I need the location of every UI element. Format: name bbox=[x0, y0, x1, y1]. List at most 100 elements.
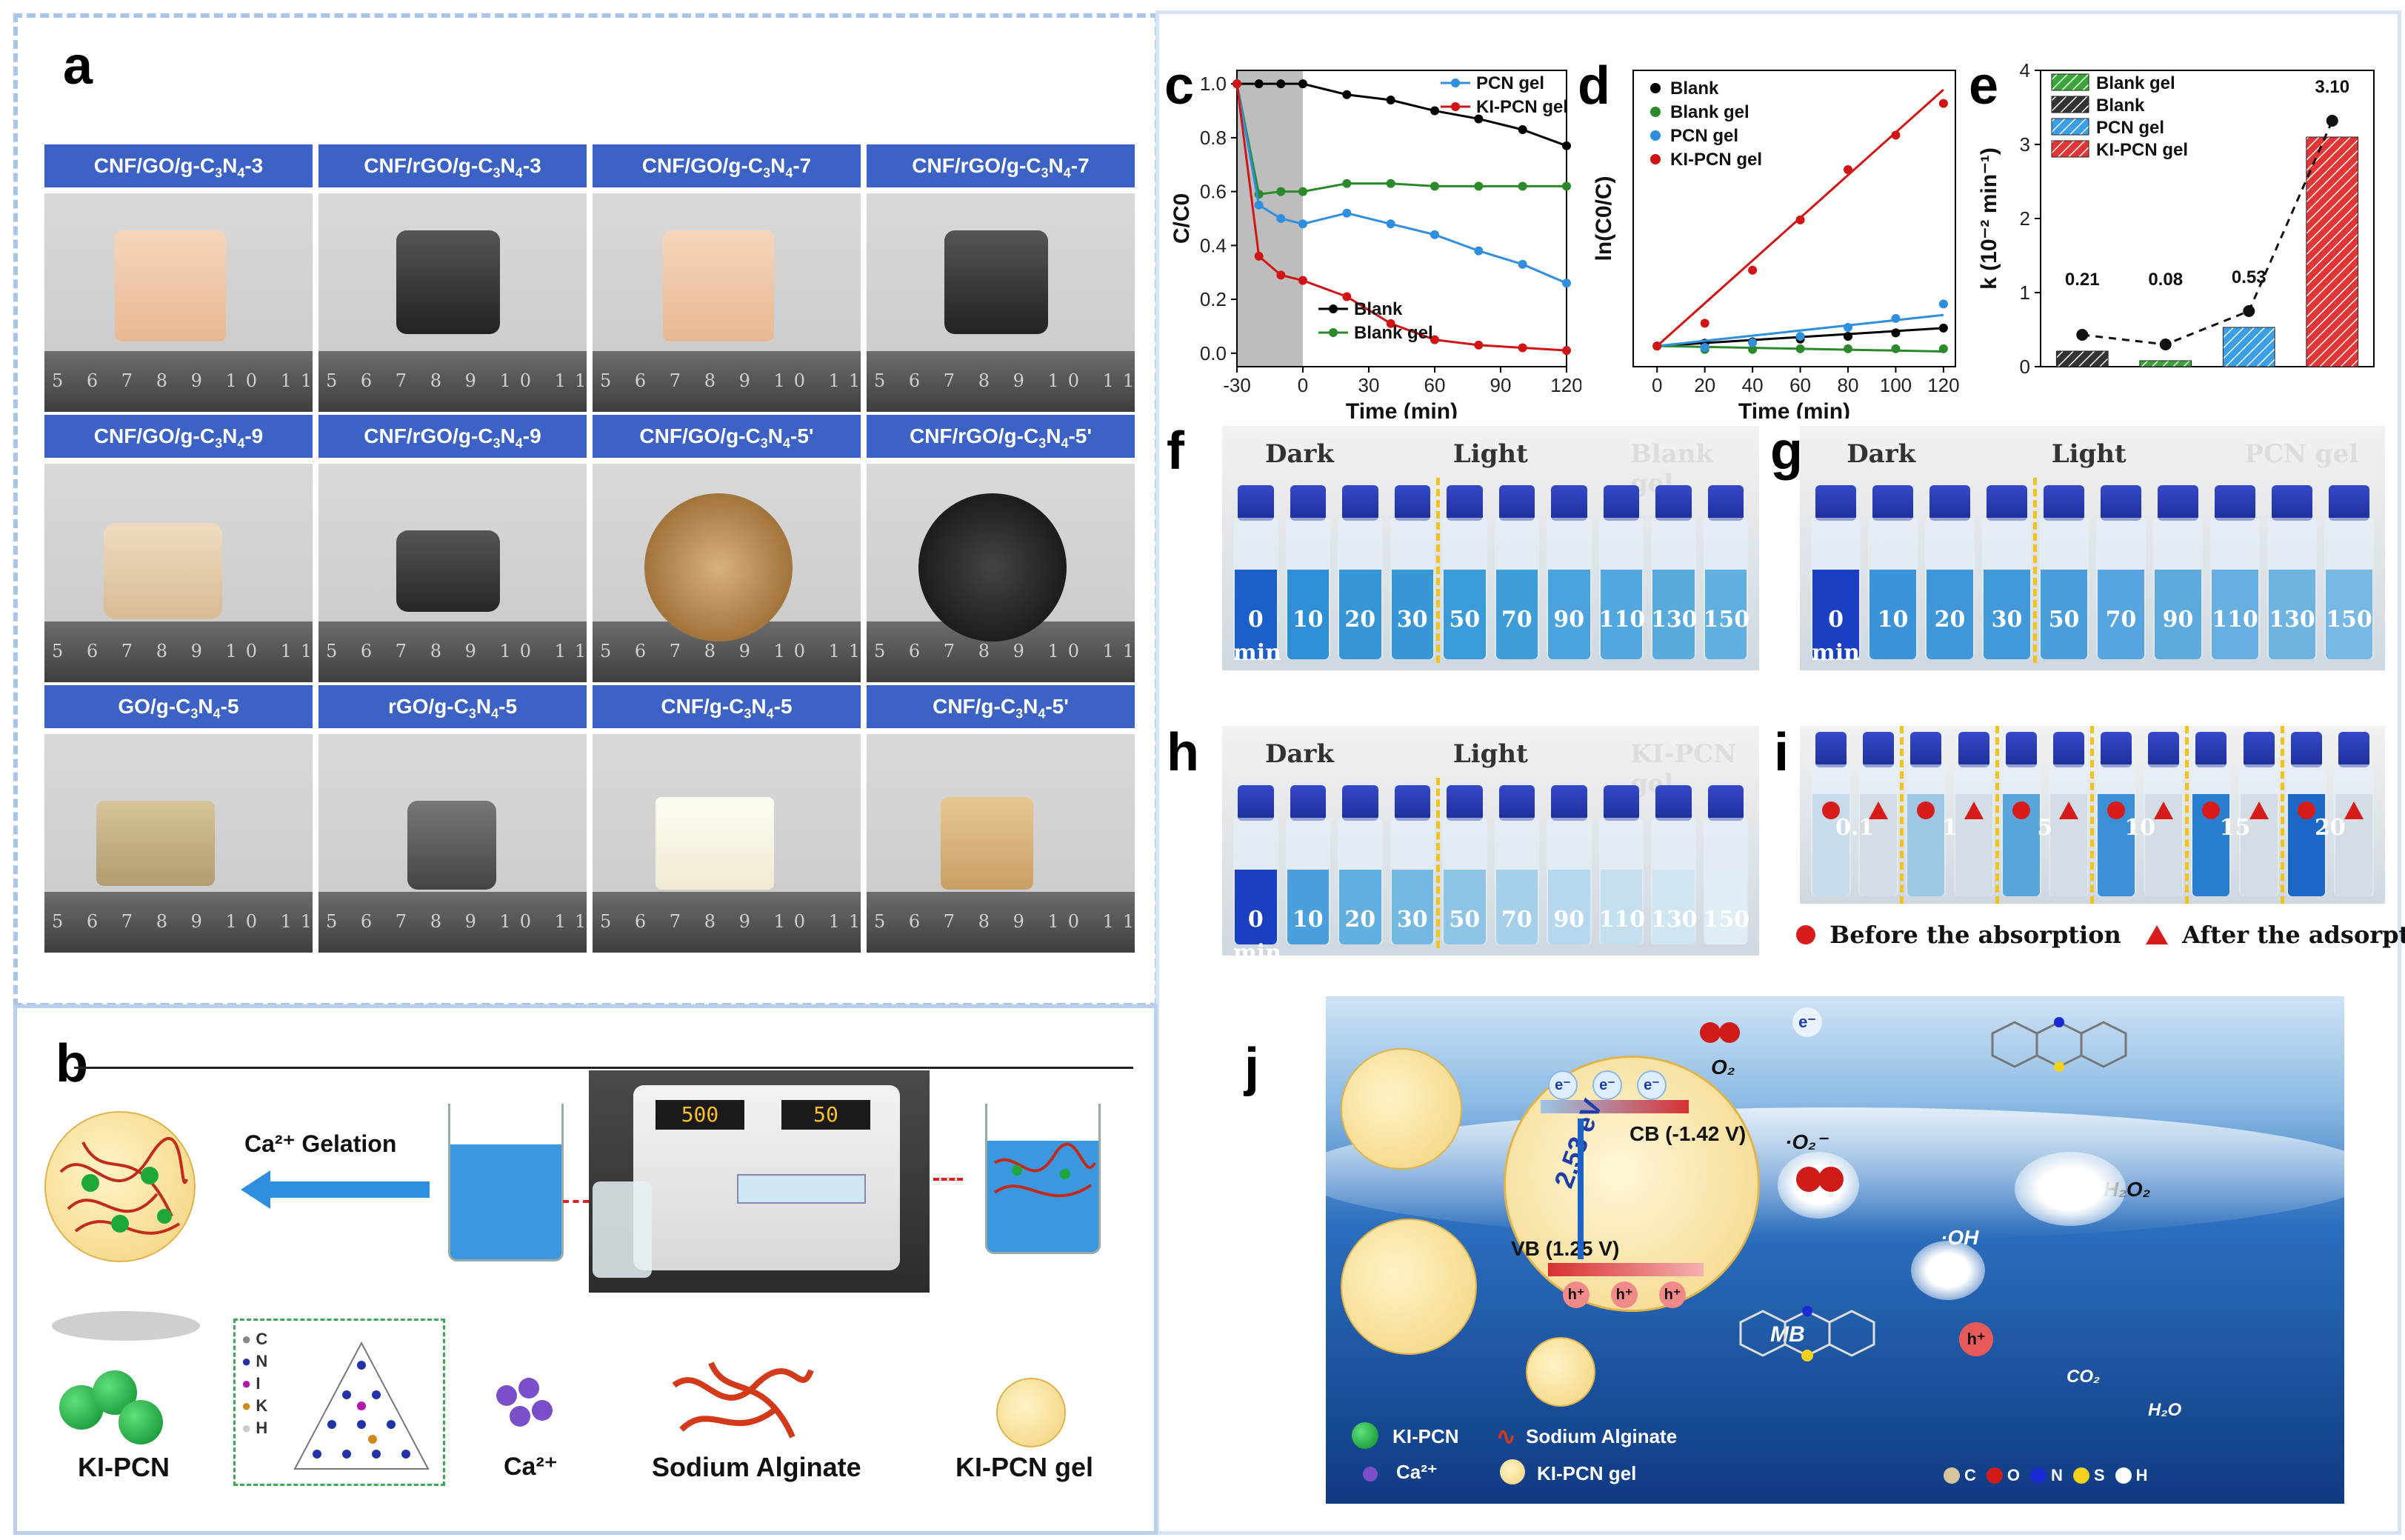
vial: 150 bbox=[2323, 485, 2375, 659]
vial-body: 70 bbox=[1494, 518, 1539, 659]
dark-region bbox=[1237, 70, 1303, 367]
after-marker-icon bbox=[2154, 801, 2174, 819]
vial-time-label: 90 bbox=[2162, 607, 2194, 633]
kipcn-particles-icon bbox=[59, 1370, 170, 1444]
pump-display-1: 500 bbox=[656, 1100, 744, 1130]
vial-cap bbox=[1447, 785, 1483, 821]
vial-time-label: 10 bbox=[1292, 607, 1324, 633]
panel-letter-c: c bbox=[1164, 56, 1195, 116]
electron-1: e⁻ bbox=[1548, 1070, 1578, 1100]
vial-liquid bbox=[1339, 870, 1381, 944]
sample-specimen bbox=[644, 493, 793, 641]
atom-label: H bbox=[2135, 1466, 2148, 1485]
concentration-label: 20 bbox=[2314, 815, 2346, 841]
data-point bbox=[1386, 319, 1395, 328]
sample-specimen bbox=[918, 493, 1067, 641]
vial bbox=[2285, 732, 2328, 896]
sample-specimen bbox=[115, 230, 226, 341]
vial-liquid bbox=[1495, 570, 1538, 659]
panel-b-frame bbox=[13, 1004, 1158, 1535]
gelation-arrowhead-icon bbox=[241, 1170, 270, 1209]
vial: 150 bbox=[1702, 785, 1750, 944]
vial-cap bbox=[1603, 485, 1639, 521]
panel-letter-b: b bbox=[56, 1034, 88, 1093]
legend-swatch bbox=[2051, 96, 2089, 113]
after-marker-icon bbox=[2344, 801, 2364, 819]
vial-body: 90 bbox=[1547, 518, 1592, 659]
radical-burst-2 bbox=[2015, 1152, 2126, 1226]
vial-cap bbox=[2148, 732, 2180, 767]
vial-time-label: 110 bbox=[1598, 907, 1646, 933]
vial-time-label: 20 bbox=[1934, 607, 1966, 633]
vial-body: 10 bbox=[1285, 818, 1330, 944]
vial: 130 bbox=[1650, 485, 1698, 659]
vial-liquid bbox=[1287, 570, 1329, 659]
sample-specimen bbox=[941, 797, 1033, 890]
gel-bead-icon bbox=[996, 1378, 1066, 1447]
sample-label: CNF/GO/g-C3N4-7 bbox=[593, 144, 861, 187]
sample-cell: CNF/rGO/g-C3N4-5'5 6 7 8 9 10 11 bbox=[867, 415, 1135, 682]
vial-time-label: 0 bbox=[1247, 907, 1264, 933]
legend-marker bbox=[1329, 304, 1338, 313]
ruler-numbers: 5 6 7 8 9 10 11 bbox=[874, 370, 1135, 391]
vial-liquid bbox=[1444, 870, 1486, 944]
sample-photo: 5 6 7 8 9 10 11 bbox=[44, 734, 313, 953]
hole-1: h⁺ bbox=[1563, 1281, 1590, 1308]
gel-sphere-large bbox=[44, 1111, 196, 1262]
before-marker-icon bbox=[1822, 801, 1841, 819]
y-tick-label: 0.2 bbox=[1200, 288, 1227, 310]
data-point bbox=[1386, 219, 1395, 229]
x-tick-label: -30 bbox=[1223, 374, 1251, 396]
data-point bbox=[1518, 259, 1527, 269]
vial-cap bbox=[2101, 485, 2141, 521]
vial-cap bbox=[2005, 732, 2037, 767]
vial-liquid bbox=[1287, 870, 1329, 944]
vial-body: 10 bbox=[1285, 518, 1330, 659]
x-tick-label: 90 bbox=[1490, 374, 1512, 396]
vial-body: 70 bbox=[1494, 818, 1539, 944]
dark-light-divider bbox=[1436, 478, 1440, 663]
ruler-numbers: 5 6 7 8 9 10 11 bbox=[52, 641, 313, 661]
sample-label: CNF/rGO/g-C3N4-5' bbox=[867, 415, 1135, 458]
vial-time-label: 150 bbox=[1703, 607, 1750, 633]
vial-body bbox=[1858, 764, 1899, 896]
sample-label: CNF/GO/g-C3N4-5' bbox=[593, 415, 861, 458]
panel-letter-f: f bbox=[1167, 421, 1184, 481]
x-tick-label: 0 bbox=[1298, 374, 1308, 396]
vial bbox=[2047, 732, 2090, 896]
panel-letter-j: j bbox=[1244, 1038, 1260, 1097]
dark-light-divider bbox=[1436, 778, 1440, 948]
x-tick-label: 60 bbox=[1789, 374, 1811, 396]
vial: 150 bbox=[1702, 485, 1750, 659]
gap-arrow-icon bbox=[1578, 1119, 1584, 1259]
legend-ca: Ca²⁺ bbox=[1396, 1461, 1438, 1483]
vial-liquid bbox=[1652, 570, 1695, 659]
vial-time-label: 50 bbox=[2048, 607, 2080, 633]
vial-liquid bbox=[1984, 570, 2030, 659]
vial-time-label: 150 bbox=[2326, 607, 2372, 633]
vial-cap bbox=[2338, 732, 2369, 767]
legend-label: Blank bbox=[1354, 299, 1403, 319]
vial-header-dark: Dark bbox=[1847, 439, 1916, 469]
vial-body: 90 bbox=[1547, 818, 1592, 944]
vial bbox=[1809, 732, 1852, 896]
y-axis-label: ln(C0/C) bbox=[1592, 176, 1616, 261]
vial-cap bbox=[1655, 485, 1692, 521]
group-divider bbox=[2280, 726, 2284, 904]
vial-time-label: 150 bbox=[1703, 907, 1750, 933]
vial-min-label: min bbox=[1233, 940, 1281, 956]
vial-body: 130 bbox=[2267, 518, 2317, 659]
ruler: 5 6 7 8 9 10 11 bbox=[44, 351, 313, 412]
sample-specimen bbox=[656, 797, 774, 890]
data-point bbox=[1474, 181, 1484, 191]
electron-2: e⁻ bbox=[1592, 1070, 1622, 1100]
bar bbox=[2139, 360, 2192, 367]
data-point bbox=[1298, 187, 1307, 196]
data-point bbox=[1298, 276, 1307, 285]
hole-3: h⁺ bbox=[1659, 1281, 1686, 1308]
mb-molecule-icon bbox=[1739, 1306, 1875, 1361]
vial-body: 20 bbox=[1338, 518, 1383, 659]
